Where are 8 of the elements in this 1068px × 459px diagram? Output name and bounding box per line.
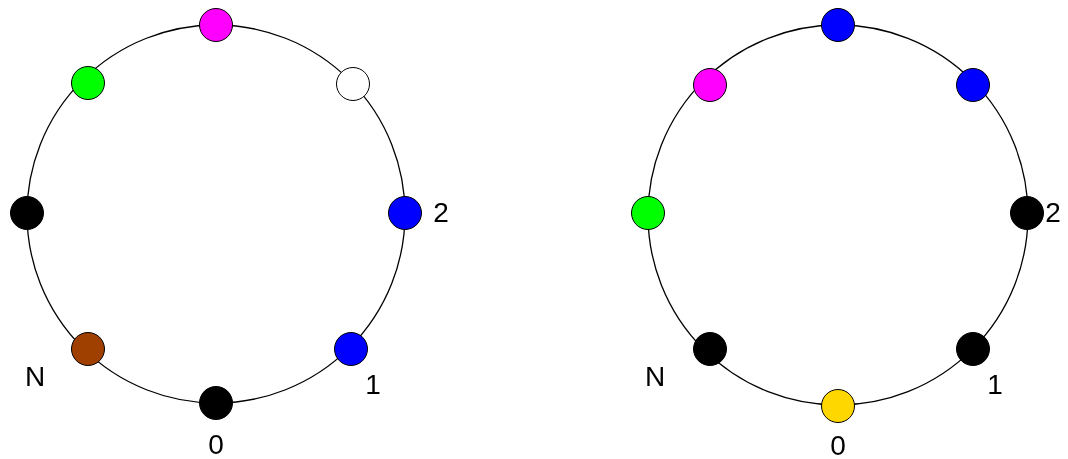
dot-label: N (644, 363, 666, 391)
dot-label: 0 (208, 431, 224, 459)
dot-label: 1 (987, 371, 1003, 399)
dot-label: N (24, 363, 46, 391)
dot-label: 0 (830, 432, 846, 459)
dot-label: 2 (433, 199, 449, 227)
dot-label: 2 (1045, 199, 1061, 227)
dot-label: 1 (365, 371, 381, 399)
